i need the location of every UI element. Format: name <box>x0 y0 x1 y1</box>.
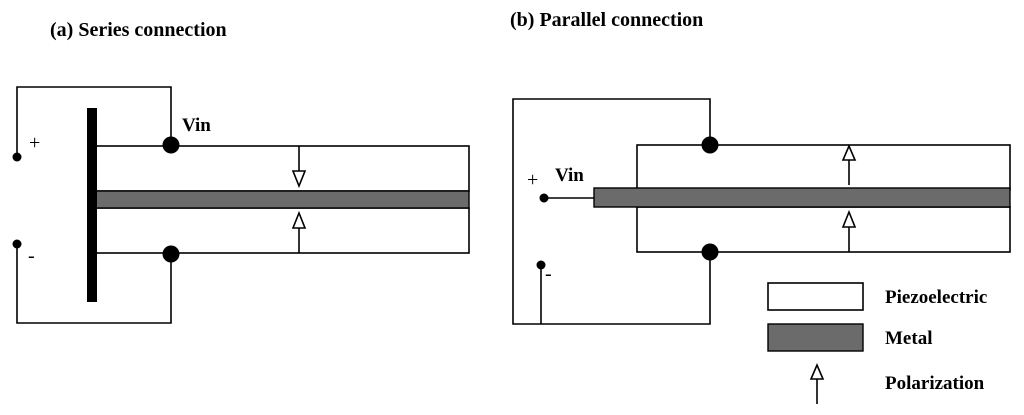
parallel-vin-label: Vin <box>555 165 584 186</box>
series-top-wire <box>16 86 172 157</box>
parallel-title: (b) Parallel connection <box>510 9 703 31</box>
legend-metal-label: Metal <box>885 328 932 349</box>
parallel-top-electrode-node <box>701 136 719 154</box>
series-piezo-top-layer <box>95 145 470 192</box>
series-top-polarization-arrow-down <box>291 146 307 189</box>
series-vin-label: Vin <box>182 115 211 136</box>
parallel-top-polarization-arrow-up <box>841 143 857 185</box>
series-minus-sign: - <box>28 245 35 267</box>
parallel-panel: (b) Parallel connection + Vin - <box>510 9 1011 325</box>
parallel-plus-terminal <box>539 193 549 203</box>
legend-metal-swatch <box>767 323 864 352</box>
parallel-minus-terminal <box>536 260 546 270</box>
series-piezo-bottom-layer <box>95 207 470 254</box>
parallel-plus-sign: + <box>527 169 538 191</box>
parallel-bottom-electrode-node <box>701 243 719 261</box>
parallel-metal-layer <box>593 187 1011 208</box>
parallel-piezo-bottom-layer <box>636 206 1011 253</box>
series-panel: (a) Series connection + - Vin <box>12 19 470 324</box>
legend-polarization-arrow-icon <box>809 362 825 404</box>
parallel-bottom-polarization-arrow-up <box>841 209 857 252</box>
series-plus-terminal <box>12 152 22 162</box>
series-bottom-wire <box>16 244 172 324</box>
series-metal-layer <box>95 190 470 209</box>
parallel-minus-sign: - <box>545 263 552 285</box>
series-bottom-electrode-node <box>162 245 180 263</box>
series-plus-sign: + <box>29 132 40 154</box>
series-bottom-polarization-arrow-up <box>291 210 307 253</box>
legend-polarization-label: Polarization <box>885 373 985 394</box>
series-top-electrode-node <box>162 136 180 154</box>
series-minus-terminal <box>12 239 22 249</box>
parallel-outer-wire <box>512 98 711 325</box>
series-clamp-bar <box>87 108 97 302</box>
series-title: (a) Series connection <box>50 19 227 41</box>
parallel-piezo-top-layer <box>636 144 1011 191</box>
legend-piezoelectric-label: Piezoelectric <box>885 287 987 308</box>
legend: Piezoelectric Metal Polarization <box>767 282 987 404</box>
legend-piezoelectric-swatch <box>767 282 864 311</box>
